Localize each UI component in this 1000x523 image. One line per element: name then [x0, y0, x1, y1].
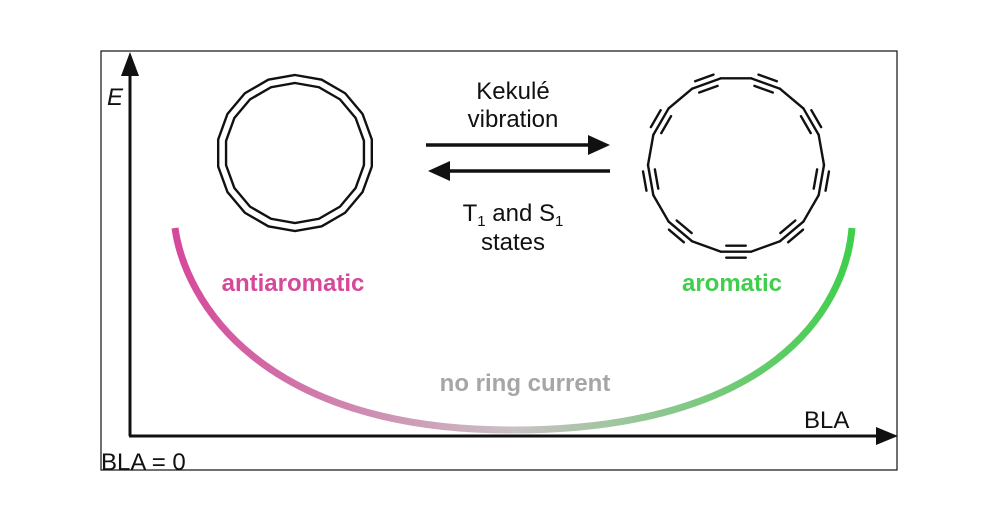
- triple-bond-line: [667, 228, 686, 244]
- triple-bond-line: [779, 219, 797, 235]
- single-bond-line: [817, 133, 826, 167]
- state-t: T: [463, 200, 478, 227]
- triple-bond-line: [810, 108, 823, 129]
- x-axis-arrowhead: [876, 427, 898, 445]
- triple-bond-line: [675, 219, 693, 235]
- backward-arrowhead: [428, 161, 450, 181]
- triple-bond-line: [750, 77, 782, 90]
- single-bond-line: [778, 87, 805, 110]
- triple-bond-line: [812, 168, 819, 190]
- single-bond-line: [667, 87, 694, 110]
- forward-label-line1: Kekulé: [476, 78, 549, 105]
- triple-bond-line: [757, 73, 779, 83]
- triple-bond-line: [786, 228, 805, 244]
- state-s-subscript: 1: [555, 213, 563, 230]
- triple-bond-line: [690, 77, 722, 90]
- single-bond-line: [802, 193, 820, 223]
- backward-label-line2: states: [481, 229, 545, 256]
- antiaromatic-label: antiaromatic: [222, 270, 365, 297]
- single-bond-line: [646, 133, 655, 167]
- triple-bond-line: [667, 220, 694, 243]
- triple-bond-line: [652, 107, 670, 137]
- antiaromatic-ring-structure: [216, 73, 374, 233]
- y-axis-label: E: [107, 84, 124, 111]
- x-axis-label: BLA: [804, 407, 849, 434]
- triple-bond-line: [799, 114, 812, 135]
- single-bond-line: [690, 240, 722, 253]
- single-bond-line: [652, 193, 670, 223]
- triple-bond-line: [693, 73, 715, 83]
- forward-label-line2: vibration: [468, 106, 559, 133]
- triple-bond-line: [646, 163, 655, 197]
- backward-label-line1: T1 and S1: [463, 200, 564, 230]
- aromatic-ring-structure: [641, 73, 831, 259]
- triple-bond-line: [824, 170, 831, 192]
- diagram-frame: [100, 50, 898, 471]
- triple-bond-line: [698, 84, 719, 94]
- triple-bond-line: [641, 170, 648, 192]
- inner-bond-ring: [224, 81, 366, 225]
- origin-label: BLA = 0: [101, 449, 186, 476]
- y-axis-arrowhead: [121, 52, 139, 76]
- triple-bond-line: [660, 114, 673, 135]
- forward-arrowhead: [588, 135, 610, 155]
- outer-bond-ring: [216, 73, 374, 233]
- triple-bond-line: [649, 108, 662, 129]
- triple-bond-line: [778, 220, 805, 243]
- single-bond-line: [750, 240, 782, 253]
- no-ring-current-label: no ring current: [440, 370, 611, 397]
- aromatic-label: aromatic: [682, 270, 782, 297]
- energy-curve: [171, 227, 856, 434]
- state-and-s: and S: [486, 200, 555, 227]
- triple-bond-line: [802, 107, 820, 137]
- triple-bond-line: [817, 163, 826, 197]
- triple-bond-line: [653, 168, 660, 190]
- state-t-subscript: 1: [477, 213, 485, 230]
- triple-bond-line: [753, 84, 774, 94]
